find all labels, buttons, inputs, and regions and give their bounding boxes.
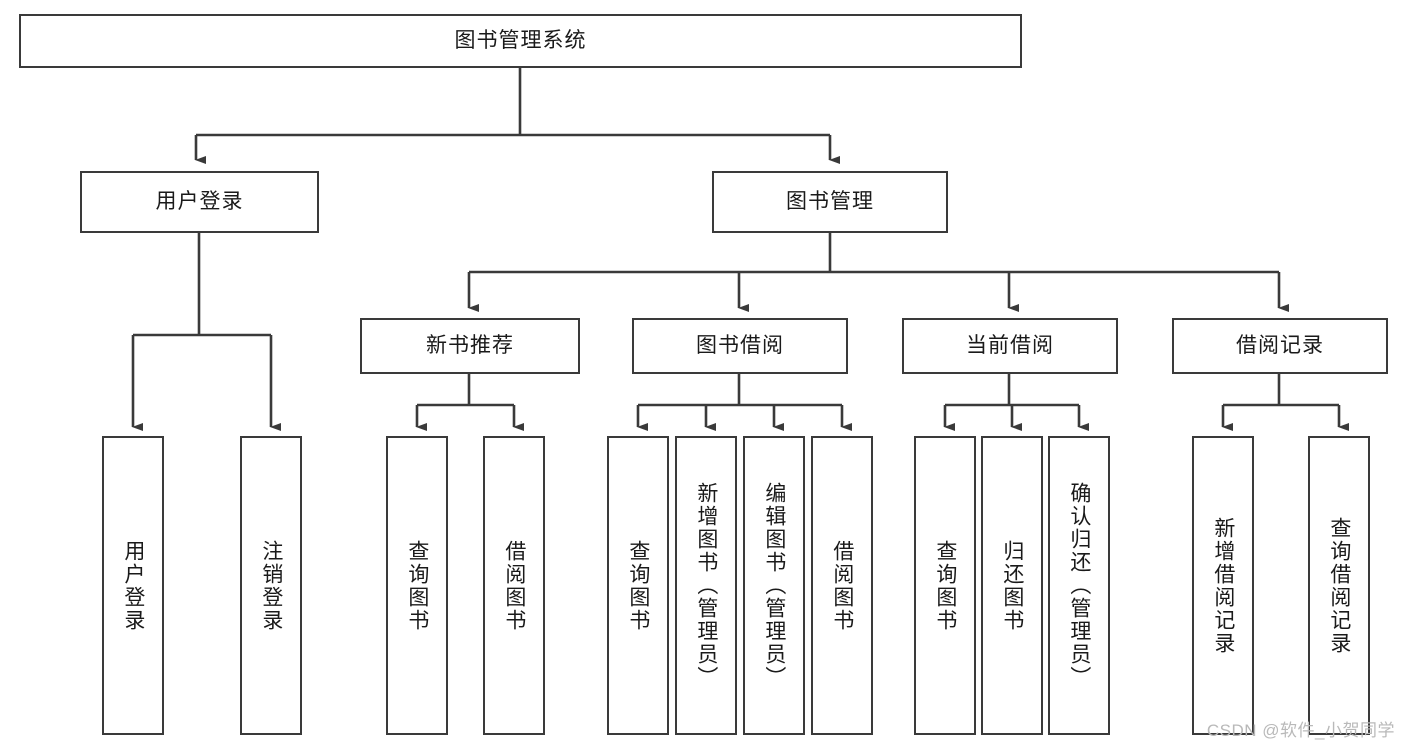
node-leaf-borrow-book-label: 借阅图书: [830, 539, 854, 632]
node-leaf-add-book-admin[interactable]: 新增图书（管理员）: [675, 436, 737, 735]
node-book-management-label: 图书管理: [786, 190, 874, 214]
node-leaf-recommend-borrow-book[interactable]: 借阅图书: [483, 436, 545, 735]
node-book-borrow[interactable]: 图书借阅: [632, 318, 848, 374]
node-borrow-record-label: 借阅记录: [1236, 334, 1324, 358]
node-leaf-logout-login[interactable]: 注销登录: [240, 436, 302, 735]
node-current-borrow[interactable]: 当前借阅: [902, 318, 1118, 374]
node-leaf-confirm-return-admin[interactable]: 确认归还（管理员）: [1048, 436, 1110, 735]
node-leaf-current-query-book-label: 查询图书: [933, 539, 957, 632]
node-leaf-add-borrow-record-label: 新增借阅记录: [1211, 516, 1235, 655]
node-user-login[interactable]: 用户登录: [80, 171, 319, 233]
node-leaf-user-login-label: 用户登录: [121, 539, 145, 632]
node-leaf-add-borrow-record[interactable]: 新增借阅记录: [1192, 436, 1254, 735]
node-leaf-logout-login-label: 注销登录: [259, 539, 283, 632]
node-new-book-recommend-label: 新书推荐: [426, 334, 514, 358]
node-leaf-borrow-query-book-label: 查询图书: [626, 539, 650, 632]
node-book-borrow-label: 图书借阅: [696, 334, 784, 358]
node-leaf-borrow-book[interactable]: 借阅图书: [811, 436, 873, 735]
node-leaf-recommend-query-book[interactable]: 查询图书: [386, 436, 448, 735]
node-leaf-return-book[interactable]: 归还图书: [981, 436, 1043, 735]
node-new-book-recommend[interactable]: 新书推荐: [360, 318, 580, 374]
node-leaf-user-login[interactable]: 用户登录: [102, 436, 164, 735]
node-leaf-edit-book-admin-label: 编辑图书（管理员）: [762, 482, 786, 689]
node-leaf-return-book-label: 归还图书: [1000, 539, 1024, 632]
node-current-borrow-label: 当前借阅: [966, 334, 1054, 358]
node-leaf-query-borrow-record[interactable]: 查询借阅记录: [1308, 436, 1370, 735]
node-leaf-recommend-query-book-label: 查询图书: [405, 539, 429, 632]
node-leaf-borrow-query-book[interactable]: 查询图书: [607, 436, 669, 735]
node-leaf-recommend-borrow-book-label: 借阅图书: [502, 539, 526, 632]
node-leaf-edit-book-admin[interactable]: 编辑图书（管理员）: [743, 436, 805, 735]
node-root-label: 图书管理系统: [454, 29, 587, 53]
node-leaf-add-book-admin-label: 新增图书（管理员）: [694, 482, 718, 689]
node-leaf-confirm-return-admin-label: 确认归还（管理员）: [1067, 482, 1091, 689]
node-leaf-current-query-book[interactable]: 查询图书: [914, 436, 976, 735]
node-user-login-label: 用户登录: [155, 190, 244, 214]
node-book-management[interactable]: 图书管理: [712, 171, 948, 233]
node-borrow-record[interactable]: 借阅记录: [1172, 318, 1388, 374]
node-root-book-management-system[interactable]: 图书管理系统: [19, 14, 1022, 68]
node-leaf-query-borrow-record-label: 查询借阅记录: [1327, 516, 1351, 655]
